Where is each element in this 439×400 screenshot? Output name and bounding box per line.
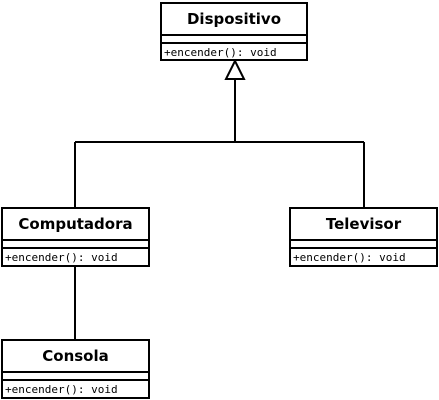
- operation-encender: +encender(): void: [293, 251, 406, 264]
- operation-encender: +encender(): void: [164, 46, 277, 59]
- class-name: Consola: [3, 341, 148, 373]
- attributes-compartment: [162, 36, 306, 44]
- class-name: Computadora: [3, 209, 148, 241]
- attributes-compartment: [3, 373, 148, 381]
- operation-encender: +encender(): void: [5, 251, 118, 264]
- operation-encender: +encender(): void: [5, 383, 118, 396]
- attributes-compartment: [3, 241, 148, 249]
- attributes-compartment: [291, 241, 436, 249]
- generalization-arrowhead: [224, 58, 246, 80]
- class-name: Televisor: [291, 209, 436, 241]
- class-consola[interactable]: Consola +encender(): void: [1, 339, 150, 399]
- class-computadora[interactable]: Computadora +encender(): void: [1, 207, 150, 267]
- class-televisor[interactable]: Televisor +encender(): void: [289, 207, 438, 267]
- class-dispositivo[interactable]: Dispositivo +encender(): void: [160, 2, 308, 61]
- class-name: Dispositivo: [162, 4, 306, 36]
